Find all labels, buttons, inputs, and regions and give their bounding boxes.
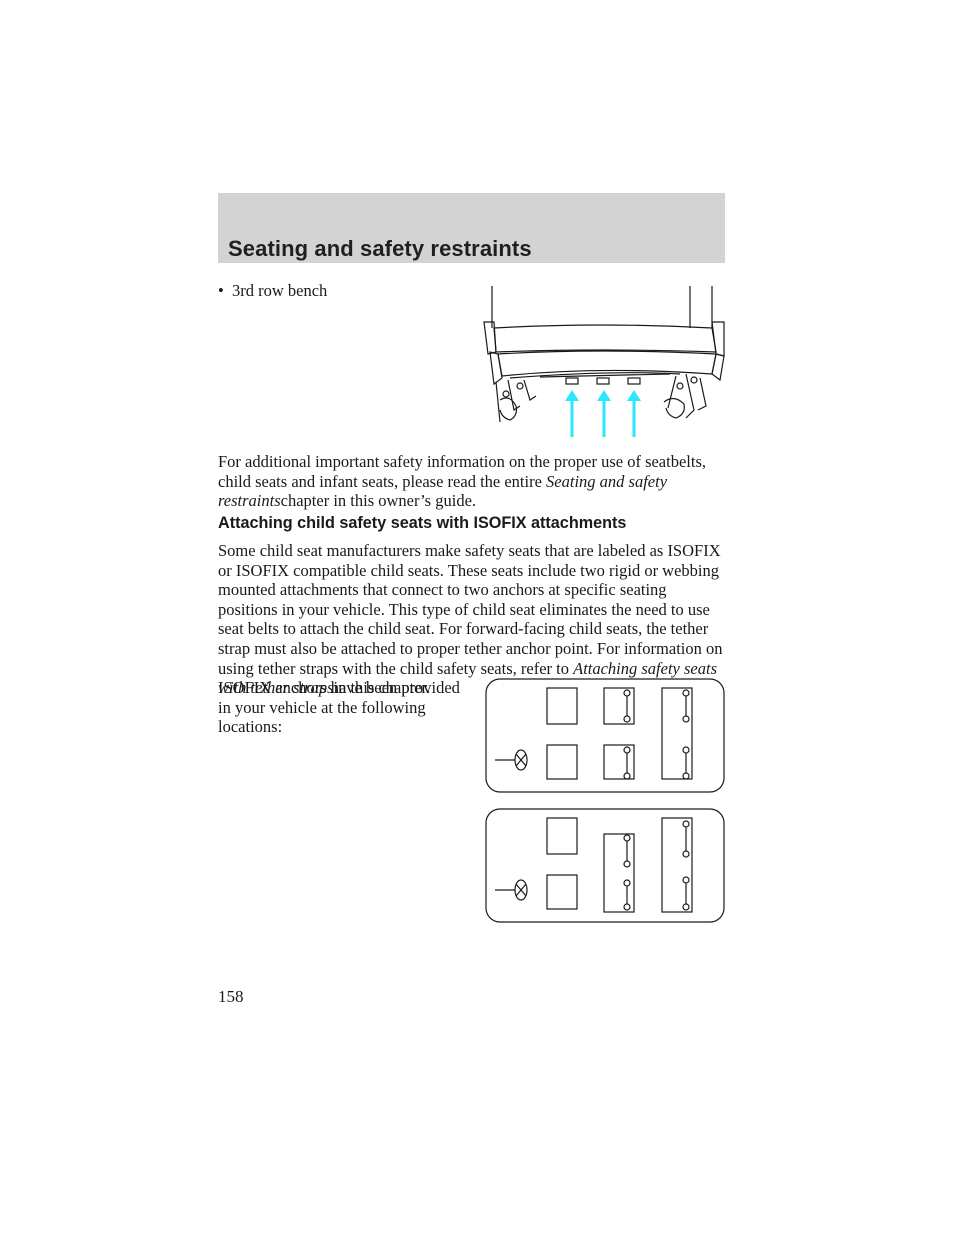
page-title: Seating and safety restraints: [228, 236, 532, 261]
anchor-arrows: [565, 390, 641, 437]
anchor-locations-paragraph: ISOFIX anchors have been provided in you…: [218, 678, 460, 737]
para2-italic: Attaching safety seats with tether strap…: [218, 658, 718, 698]
bullet-text: 3rd row bench: [232, 281, 328, 300]
para1-italic: Seating and safety restraints: [218, 471, 668, 511]
para1-lead: For additional important safety informat…: [218, 452, 707, 491]
bullet-marker: •: [218, 281, 224, 300]
seating-layout-diagram-1: [485, 678, 725, 793]
para2-lead: Some child seat manufacturers make safet…: [218, 541, 723, 678]
para1-tail: chapter in this owner’s guide.: [280, 491, 477, 511]
isofix-paragraph: Some child seat manufacturers make safet…: [218, 541, 730, 698]
page-number: 158: [218, 987, 244, 1006]
bullet-item: • 3rd row bench: [218, 281, 327, 301]
para2-tail: in this chapter.: [333, 678, 431, 698]
seating-layout-diagram-2: [485, 808, 725, 923]
bench-illustration: [483, 286, 725, 423]
safety-info-paragraph: For additional important safety informat…: [218, 452, 728, 511]
header-band: [218, 193, 725, 263]
section-heading: Attaching child safety seats with ISOFIX…: [218, 514, 627, 532]
